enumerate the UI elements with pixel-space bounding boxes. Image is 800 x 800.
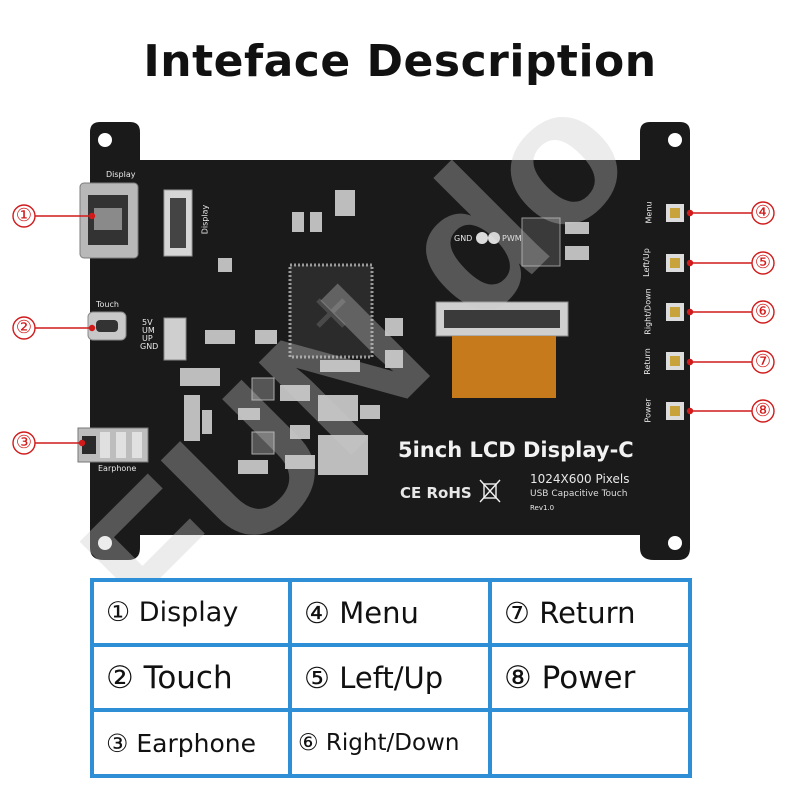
legend-cell: ③ Earphone: [94, 712, 288, 774]
legend-cell-empty: [492, 712, 688, 774]
main-chip: [288, 263, 374, 359]
silk-btn-return: Return: [642, 348, 652, 375]
silk-pin-5v: 5V: [142, 318, 153, 327]
legend-cell: ① Display: [94, 582, 288, 643]
callout-4: ④: [754, 202, 772, 223]
legend-cell: ④ Menu: [292, 582, 488, 643]
callout-7: ⑦: [754, 351, 772, 372]
mount-hole: [98, 536, 112, 550]
silk-product-name: 5inch LCD Display-C: [398, 438, 634, 462]
callout-2: ②: [15, 317, 33, 338]
legend-cell: ⑥ Right/Down: [292, 712, 488, 774]
legend-cell: ⑤ Left/Up: [292, 647, 488, 708]
silk-pwm: PWM: [502, 234, 522, 243]
silk-pin-gnd: GND: [140, 342, 159, 351]
side-buttons: [666, 204, 684, 420]
pin-header: [163, 317, 187, 361]
silk-touch: Touch: [96, 300, 119, 309]
inductor: [251, 431, 275, 455]
legend-cell: ⑧ Power: [492, 647, 688, 708]
weee-bin-icon: [479, 479, 501, 503]
callout-1: ①: [15, 205, 33, 226]
callout-8: ⑧: [754, 400, 772, 421]
silk-pin-up: UP: [142, 334, 153, 343]
silk-btn-rightdown: Right/Down: [643, 288, 653, 335]
silk-btn-power: Power: [643, 398, 653, 423]
silk-earphone: Earphone: [98, 464, 137, 473]
silk-resolution: 1024X600 Pixels: [530, 472, 630, 486]
silk-display: Display: [106, 170, 136, 179]
silk-btn-leftup: Left/Up: [641, 248, 651, 277]
legend-table: ① Display ④ Menu ⑦ Return ② Touch ⑤ Left…: [90, 578, 692, 778]
silk-touch-type: USB Capacitive Touch: [530, 489, 628, 499]
callout-5: ⑤: [754, 252, 772, 273]
silk-gnd: GND: [454, 234, 473, 243]
mount-hole: [668, 133, 682, 147]
legend-cell: ② Touch: [94, 647, 288, 708]
display-fpc-ribbon: [452, 336, 556, 398]
legend-cell: ⑦ Return: [492, 582, 688, 643]
mount-hole: [98, 133, 112, 147]
silk-pin-um: UM: [142, 326, 155, 335]
inductor: [251, 377, 275, 401]
mount-hole: [668, 536, 682, 550]
callout-6: ⑥: [754, 301, 772, 322]
page-title: Inteface Description: [143, 36, 657, 87]
silk-btn-menu: Menu: [644, 201, 654, 224]
silk-rev: Rev1.0: [530, 504, 555, 512]
callout-3: ③: [15, 432, 33, 453]
silk-display-vert: Display: [200, 204, 210, 235]
silk-cert: CE RoHS: [400, 484, 472, 502]
